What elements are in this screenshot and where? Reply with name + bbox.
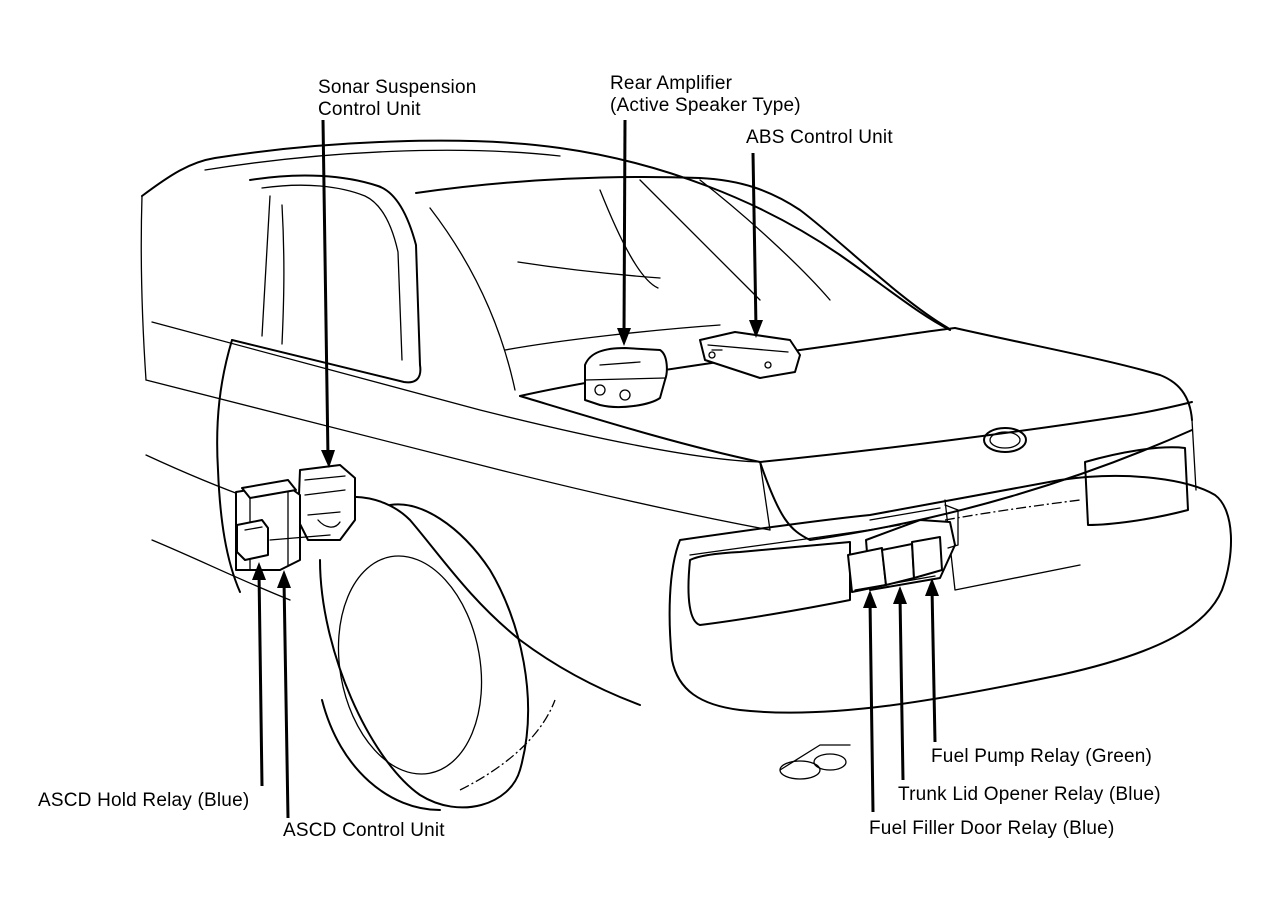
sonar-suspension-control-unit xyxy=(297,464,356,541)
rear-amplifier-label: Rear Amplifier (Active Speaker Type) xyxy=(610,73,801,117)
ascd-control-unit-label: ASCD Control Unit xyxy=(283,820,445,841)
sonar-suspension-control-unit-label: Sonar Suspension Control Unit xyxy=(318,77,476,121)
rear-wheel xyxy=(319,503,556,811)
rear-amp-label-line-1: Rear Amplifier xyxy=(610,73,733,94)
trunk-lid-opener-relay-label: Trunk Lid Opener Relay (Blue) xyxy=(898,784,1161,805)
abs-control-unit xyxy=(699,331,801,379)
sonar-label-line-1: Sonar Suspension xyxy=(318,77,477,98)
ascd-hold-relay xyxy=(236,519,269,561)
fuel-filler-door-relay-label: Fuel Filler Door Relay (Blue) xyxy=(869,818,1115,839)
car-body-outline xyxy=(140,139,1233,780)
abs-control-unit-label: ABS Control Unit xyxy=(746,127,893,148)
rear-amplifier xyxy=(584,347,668,408)
rear-amp-label-line-2: (Active Speaker Type) xyxy=(610,95,801,116)
leader-lines xyxy=(252,119,939,819)
ascd-hold-relay-label: ASCD Hold Relay (Blue) xyxy=(38,790,250,811)
sonar-label-line-2: Control Unit xyxy=(318,99,421,120)
fuel-pump-relay-label: Fuel Pump Relay (Green) xyxy=(931,746,1153,767)
rear-relay-block xyxy=(847,504,959,593)
